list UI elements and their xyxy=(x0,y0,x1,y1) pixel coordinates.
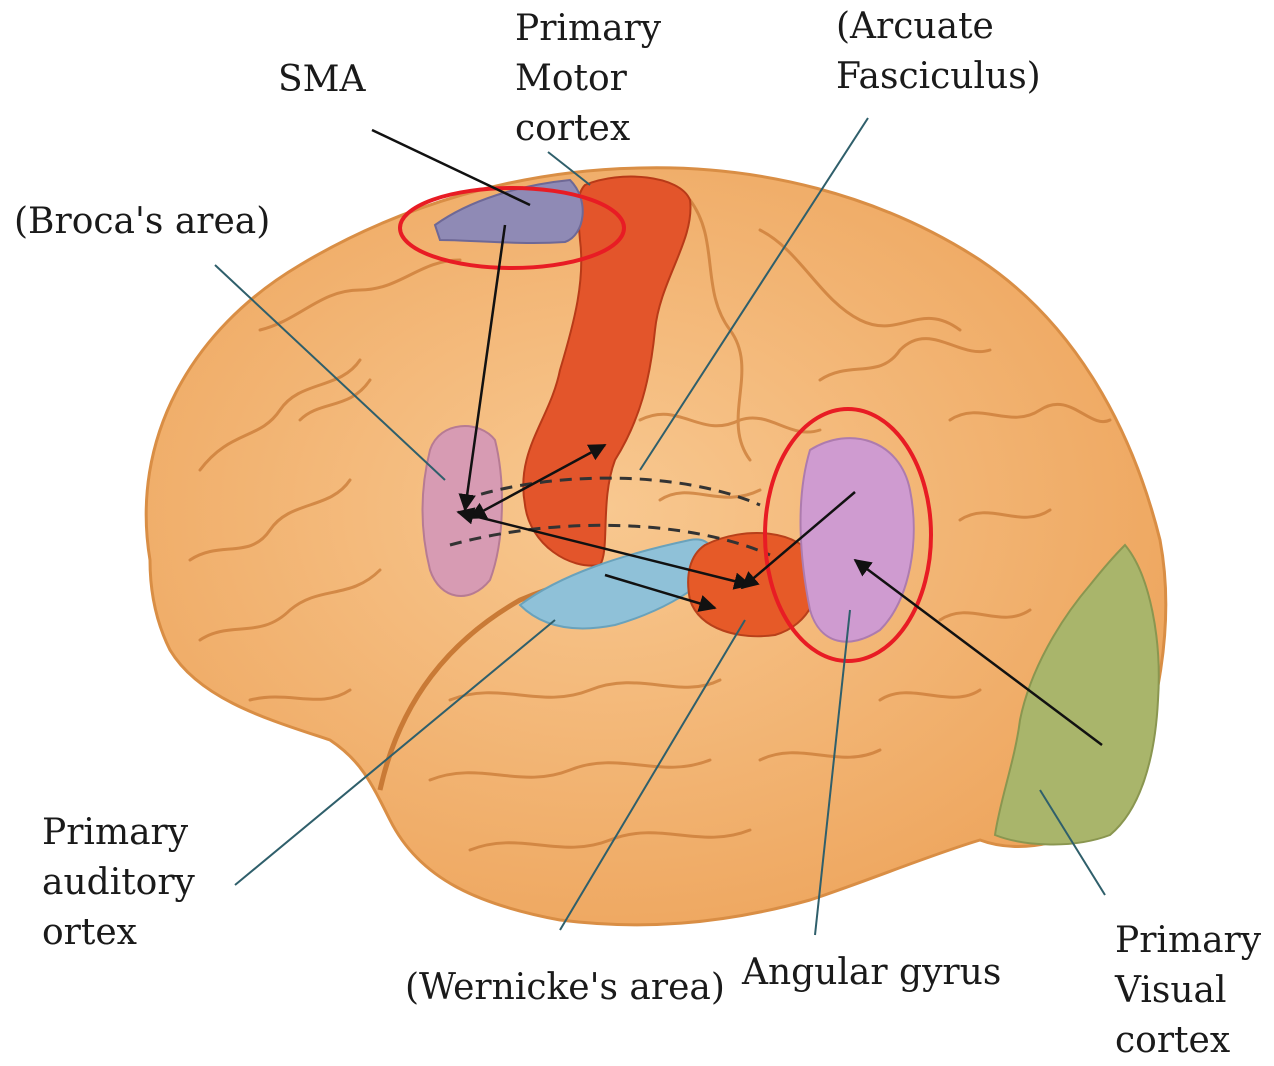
label-primary-visual-cortex-line-1: Primary xyxy=(1115,916,1261,966)
label-primary-motor-cortex-line-3: cortex xyxy=(515,104,661,154)
label-sma: SMA xyxy=(278,55,366,105)
label-primary-auditory-cortex-line-2: auditory xyxy=(42,858,195,908)
label-angular-gyrus-line-1: Angular gyrus xyxy=(742,948,1001,998)
label-primary-motor-cortex: Primary Motor cortex xyxy=(515,4,661,154)
label-primary-visual-cortex-line-3: cortex xyxy=(1115,1016,1261,1066)
label-arcuate-fasciculus-line-2: Fasciculus) xyxy=(836,52,1041,102)
brocas-area-region xyxy=(423,426,502,596)
label-wernickes-area-line-1: (Wernicke's area) xyxy=(405,963,725,1013)
label-primary-visual-cortex-line-2: Visual xyxy=(1115,966,1261,1016)
label-arcuate-fasciculus-line-1: (Arcuate xyxy=(836,2,1041,52)
label-primary-motor-cortex-line-2: Motor xyxy=(515,54,661,104)
label-sma-line-1: SMA xyxy=(278,55,366,105)
label-primary-motor-cortex-line-1: Primary xyxy=(515,4,661,54)
label-primary-auditory-cortex: Primary auditory ortex xyxy=(42,808,195,958)
label-angular-gyrus: Angular gyrus xyxy=(742,948,1001,998)
label-primary-visual-cortex: Primary Visual cortex xyxy=(1115,916,1261,1066)
label-arcuate-fasciculus: (Arcuate Fasciculus) xyxy=(836,2,1041,102)
label-brocas-area: (Broca's area) xyxy=(14,197,270,247)
label-primary-auditory-cortex-line-3: ortex xyxy=(42,908,195,958)
label-wernickes-area: (Wernicke's area) xyxy=(405,963,725,1013)
label-primary-auditory-cortex-line-1: Primary xyxy=(42,808,195,858)
label-brocas-area-line-1: (Broca's area) xyxy=(14,197,270,247)
